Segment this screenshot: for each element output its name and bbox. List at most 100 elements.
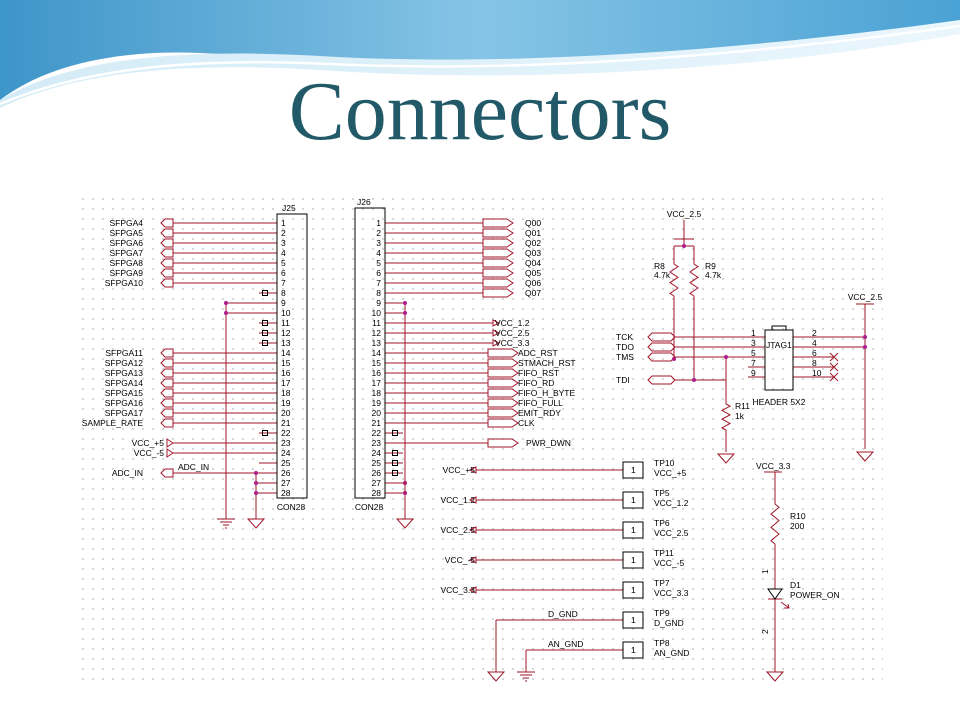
j25-pin-number: 8 [281,288,286,298]
adc-net-label: ADC_IN [178,462,209,472]
port-arrow [160,398,174,408]
port-arrow [160,368,174,378]
j25-pin-number: 10 [281,308,291,318]
jtag-pin-number: 10 [812,368,822,378]
j25-net-label: SFPGA7 [109,248,143,258]
junction-dot [403,301,407,305]
j25-refdes: J25 [282,203,296,213]
testpoint-pin: 1 [631,495,636,505]
r8-refdes: R8 [654,261,665,271]
schematic-drawing: 1234567891011121314151617181920212223242… [82,197,883,682]
ground-symbol [855,451,875,462]
j25-pin-number: 26 [281,468,291,478]
junction-dot [224,311,228,315]
port-arrow [160,238,174,248]
testpoint-body [622,551,644,569]
j25-net-label: SFPGA9 [109,268,143,278]
no-connect-square [392,470,398,476]
j26-output-label: Q04 [525,258,541,268]
jtag-pin-number: 2 [812,328,817,338]
port-arrow [160,278,174,288]
ground-symbol [246,518,266,529]
j25-net-label: SFPGA16 [105,398,144,408]
r11-refdes: R11 [735,401,750,411]
d-gnd-label: D_GND [548,609,578,619]
j25-net-label: SAMPLE_RATE [82,418,144,428]
jtag-part-name: HEADER 5X2 [753,397,806,407]
testpoint-refdes: TP9 [654,608,670,618]
j25-pin-number: 27 [281,478,291,488]
j26-power-label: VCC_2.5 [495,328,530,338]
port-arrow [482,218,514,228]
no-connect-square [262,340,268,346]
testpoint-pin: 1 [631,585,636,595]
ground-symbol [395,518,415,529]
jtag-pin-number: 4 [812,338,817,348]
symbols [262,207,794,659]
jtag-body [764,329,794,391]
ground-symbol [486,671,506,682]
port-arrow [482,248,514,258]
testpoint-net-label: VCC_2.5 [441,525,476,535]
j26-pin-number: 26 [372,468,382,478]
port-arrow [482,268,514,278]
port-arrow [487,408,519,418]
j26-pin-number: 27 [372,478,382,488]
testpoint-pin: 1 [631,525,636,535]
j25-net-label: SFPGA17 [105,408,144,418]
j25-pin-number: 6 [281,268,286,278]
junction-dot [863,335,867,339]
jtag-pin-number: 9 [751,368,756,378]
j26-signal-label: FIFO_FULL [518,398,563,408]
jtag-rail-label: VCC_2.5 [848,292,883,302]
j25-pin-number: 12 [281,328,291,338]
testpoint-refdes: TP8 [654,638,670,648]
testpoint-refdes: TP11 [654,548,674,558]
j25-pin-number: 1 [281,218,286,228]
testpoint-label: AN_GND [654,648,689,658]
j25-pin-number: 18 [281,388,291,398]
j25-pin-number: 11 [281,318,290,328]
led-refdes: D1 [790,580,801,590]
power-port [492,329,501,337]
testpoint-body [622,611,644,629]
port-arrow [160,248,174,258]
port-arrow [487,388,519,398]
testpoint-body [622,581,644,599]
testpoint-net-label: VCC_3.3 [441,585,476,595]
testpoint-label: VCC_2.5 [654,528,689,538]
j26-output-label: Q07 [525,288,541,298]
j25-pin-number: 25 [281,458,291,468]
r10-value: 200 [790,521,804,531]
j26-pin-number: 1 [376,218,381,228]
testpoint-pin: 1 [631,615,636,625]
no-connect-square [392,460,398,466]
j25-net-label: SFPGA5 [109,228,143,238]
jtag-rail-label: VCC_2.5 [667,209,702,219]
junction-dot [724,355,728,359]
testpoint-pin: 1 [631,555,636,565]
j26-part-name: CON28 [355,502,384,512]
j25-pin-number: 20 [281,408,291,418]
j26-output-label: Q06 [525,278,541,288]
r9-resistor [689,263,699,297]
j25-pin-number: 28 [281,488,291,498]
j25-pin-number: 17 [281,378,291,388]
r8-value: 4.7k [654,270,671,280]
an-gnd-label: AN_GND [548,639,583,649]
power-port [468,496,477,504]
ground-symbol [716,453,736,464]
j26-pin-number: 7 [376,278,381,288]
jtag-signal-label: TDI [616,375,630,385]
port-arrow [160,468,174,478]
pwr-dwn-label: PWR_DWN [526,438,571,448]
j25-net-label: SFPGA6 [109,238,143,248]
no-connect-square [262,430,268,436]
no-connect-square [262,290,268,296]
j25-net-label: SFPGA15 [105,388,144,398]
j25-pin-number: 16 [281,368,291,378]
port-arrow [160,228,174,238]
power-port [468,586,477,594]
testpoint-label: VCC_+5 [654,468,687,478]
